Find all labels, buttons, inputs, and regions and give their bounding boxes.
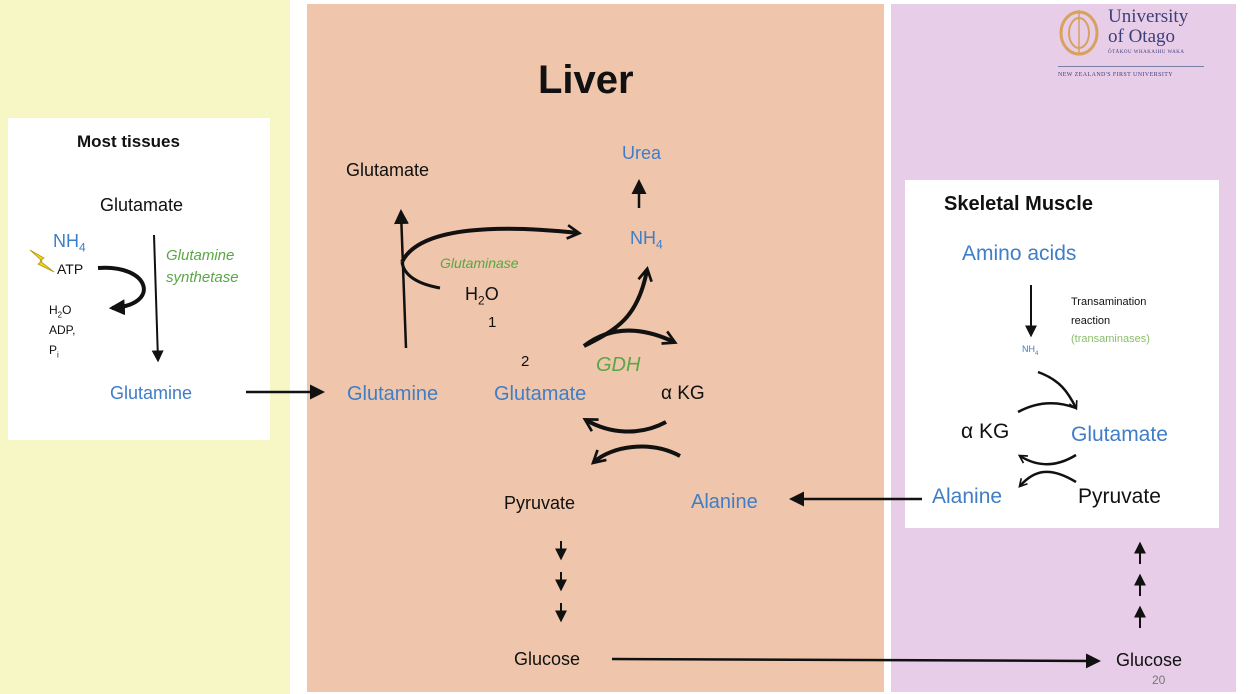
- logo-divider: [1058, 66, 1204, 67]
- liver-title: Liver: [538, 58, 634, 102]
- liver-glucose-label: Glucose: [514, 649, 581, 669]
- muscle-akg-to-glutamate-arrow: [1037, 370, 1076, 408]
- liver-glutamate-top-label: Glutamate: [346, 160, 430, 180]
- transamination-label-2: reaction: [1071, 315, 1111, 327]
- glutaminase-label: Glutaminase: [440, 255, 519, 271]
- lightning-icon: [29, 249, 55, 273]
- step-1-label: 1: [488, 314, 497, 331]
- skeletal-muscle-title: Skeletal Muscle: [944, 193, 1093, 215]
- muscle-glucose-label: Glucose: [1116, 650, 1183, 670]
- logo-of-otago: of Otago: [1108, 26, 1176, 47]
- gdh-nh4-arrow: [583, 270, 647, 348]
- logo-tagline: NEW ZEALAND'S FIRST UNIVERSITY: [1058, 72, 1174, 78]
- liver-glutamine-label: Glutamine: [347, 383, 439, 405]
- liver-alanine-label: Alanine: [691, 491, 758, 513]
- tissues-glutamine-label: Glutamine: [110, 383, 193, 403]
- tissues-atp-label: ATP: [57, 261, 84, 277]
- liver-glutamate-label: Glutamate: [494, 383, 587, 405]
- glutaminase-arrow: [393, 209, 409, 349]
- urea-label: Urea: [622, 143, 662, 163]
- liver-background: [307, 4, 884, 692]
- tissues-adp-label: ADP,: [49, 323, 76, 337]
- muscle-pyruvate-to-alanine-arrow: [1020, 470, 1077, 486]
- liver-h2o-label: H2O: [465, 284, 499, 308]
- transamination-label-1: Transamination: [1071, 296, 1147, 308]
- h2o-input-curve: [400, 261, 441, 290]
- university-crest-icon: [1059, 10, 1099, 56]
- liver-pyruvate-label: Pyruvate: [504, 493, 576, 513]
- muscle-glutamate-label: Glutamate: [1071, 423, 1168, 446]
- muscle-nh4-label: NH4: [1022, 344, 1039, 357]
- logo-maori-name: ŌTĀKOU WHAKAIHU WAKA: [1108, 50, 1185, 55]
- liver-akg-label: α KG: [661, 383, 705, 404]
- tissues-glutamate-label: Glutamate: [100, 195, 184, 215]
- glutamine-synthetase-arrow: [151, 234, 164, 363]
- liver-nh4-label: NH4: [630, 228, 663, 252]
- gdh-akg-arrow: [582, 328, 674, 348]
- step-2-label: 2: [521, 353, 530, 370]
- gdh-label: GDH: [596, 354, 641, 376]
- glutamine-synthetase-label-2: synthetase: [166, 269, 239, 286]
- skeletal-muscle-box: [905, 180, 1219, 528]
- muscle-alanine-label: Alanine: [932, 485, 1003, 508]
- alanine-to-pyruvate-arrow: [594, 444, 681, 462]
- muscle-pyruvate-label: Pyruvate: [1078, 485, 1161, 508]
- tissues-nh4-label: NH4: [53, 231, 86, 255]
- tissues-h2o-label: H2O: [49, 303, 72, 320]
- tissues-pi-label: Pi: [49, 343, 59, 360]
- amino-acids-label: Amino acids: [962, 242, 1077, 265]
- logo-university: University: [1108, 6, 1189, 27]
- atp-consumption-arrow: [97, 265, 146, 316]
- alanine-to-glutamate-arrow: [586, 420, 667, 434]
- muscle-glutamate-arc: [1017, 402, 1077, 414]
- most-tissues-title: Most tissues: [77, 132, 180, 151]
- glucose-transport-arrow: [611, 653, 1101, 669]
- page-number: 20: [1152, 673, 1166, 687]
- glutamine-synthetase-label-1: Glutamine: [166, 247, 235, 264]
- transaminases-label: (transaminases): [1071, 333, 1150, 345]
- muscle-glutamate-to-akg-arrow: [1020, 453, 1077, 466]
- nh4-release-arrow: [400, 229, 578, 263]
- muscle-akg-label: α KG: [961, 420, 1010, 443]
